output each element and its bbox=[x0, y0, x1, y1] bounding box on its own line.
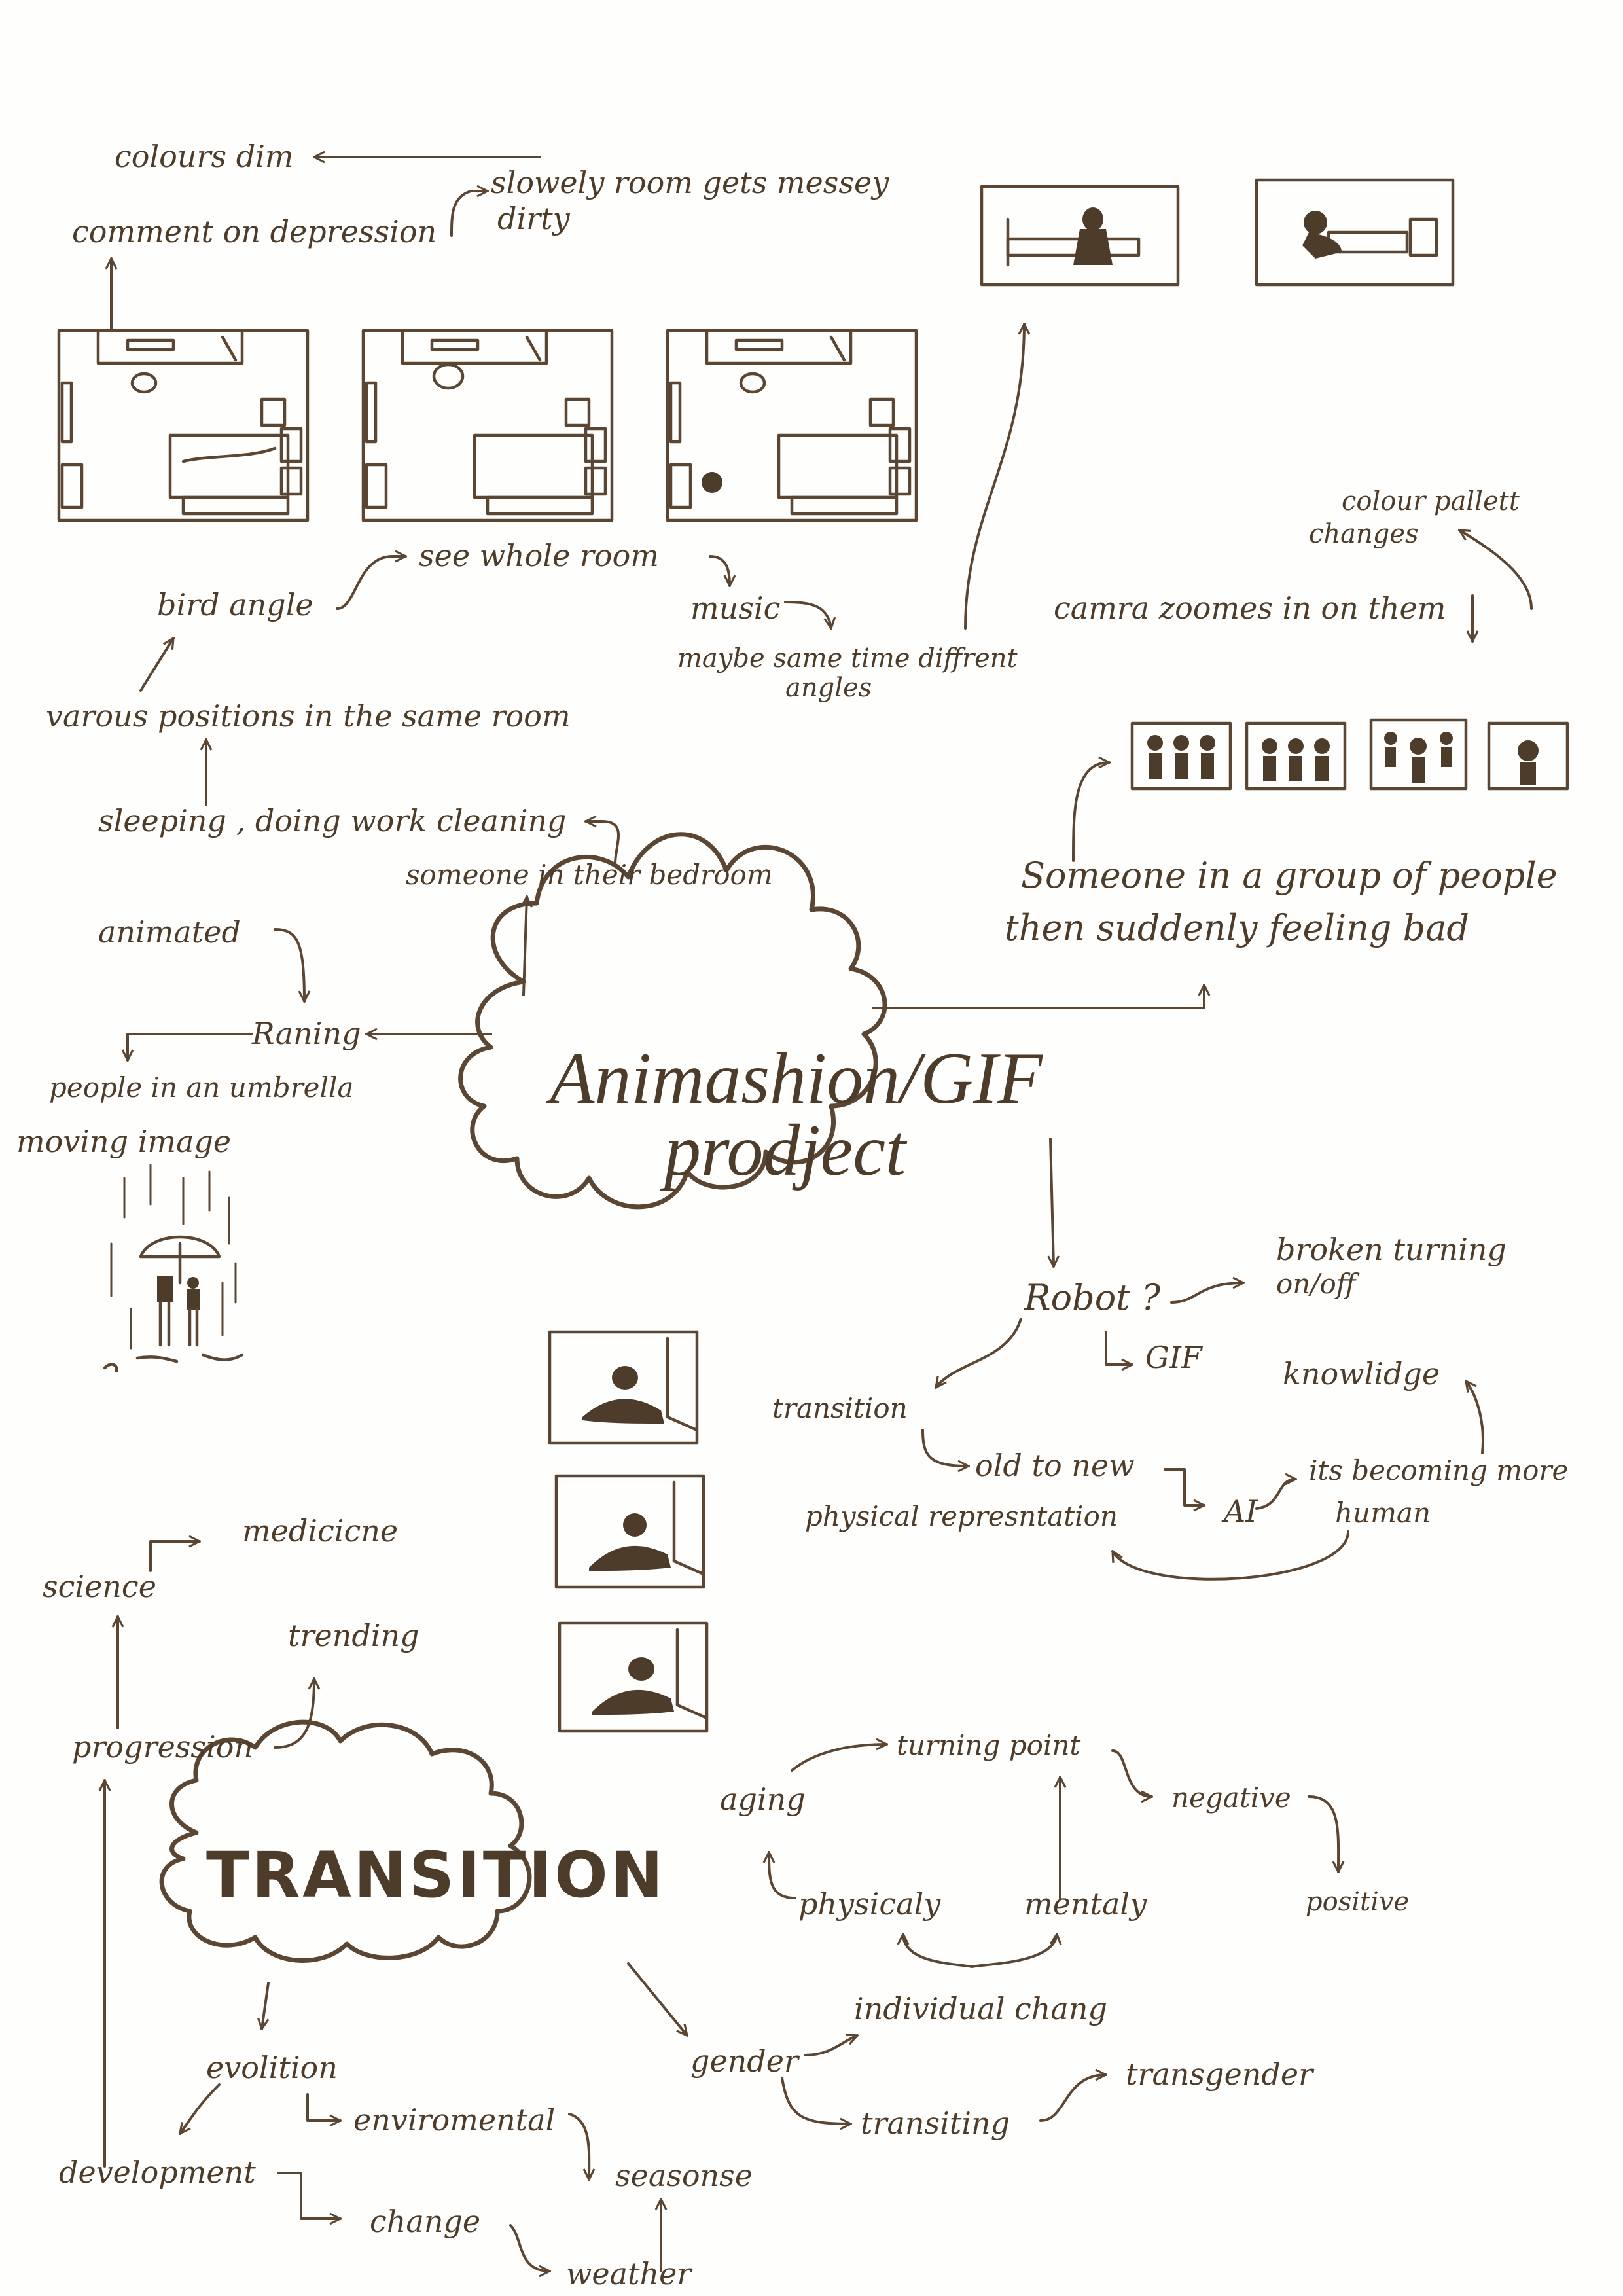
label-gif: GIF bbox=[1145, 1340, 1202, 1375]
label-weather: weather bbox=[566, 2256, 692, 2291]
label-same-time-1: maybe same time diffrent bbox=[677, 643, 1018, 673]
lying-figure-frame-1 bbox=[548, 1330, 699, 1445]
bedroom-frame-2 bbox=[361, 329, 614, 522]
lying-figure-frame-2 bbox=[554, 1474, 705, 1589]
label-evolition: evolition bbox=[206, 2050, 338, 2085]
sitting-figure-frame-1 bbox=[980, 185, 1180, 287]
rain-umbrella-sketch bbox=[103, 1164, 244, 1373]
label-broken-1: broken turning bbox=[1276, 1232, 1507, 1267]
label-negative: negative bbox=[1171, 1782, 1291, 1814]
label-people-umbrella: people in an umbrella bbox=[49, 1071, 354, 1103]
bedroom-frame-3 bbox=[666, 329, 918, 522]
label-transgender: transgender bbox=[1126, 2056, 1313, 2092]
label-raning: Raning bbox=[252, 1016, 361, 1051]
label-sleeping: sleeping , doing work cleaning bbox=[98, 803, 567, 838]
label-becoming-1: its becoming more bbox=[1309, 1454, 1569, 1486]
label-music: music bbox=[690, 590, 781, 626]
label-see-whole-room: see whole room bbox=[419, 538, 659, 573]
label-becoming-2: human bbox=[1335, 1497, 1431, 1529]
label-medicine: medicicne bbox=[242, 1513, 399, 1549]
connectors bbox=[98, 151, 1533, 2278]
main-topic-line2: prodject bbox=[664, 1110, 906, 1191]
label-varous-positions: varous positions in the same room bbox=[46, 698, 571, 734]
label-slowely-room: slowely room gets messey bbox=[491, 165, 889, 200]
label-positive: positive bbox=[1306, 1887, 1410, 1917]
label-robot: Robot ? bbox=[1024, 1277, 1161, 1318]
label-group-1: Someone in a group of people bbox=[1021, 855, 1558, 896]
group-frames bbox=[1130, 718, 1569, 791]
bedroom-frame-1 bbox=[57, 329, 310, 522]
label-progression: progression bbox=[72, 1729, 254, 1765]
label-bird-angle: bird angle bbox=[157, 587, 313, 622]
main-topic-line1: Animashion/GIF bbox=[550, 1038, 1043, 1119]
label-animated: animated bbox=[98, 914, 241, 950]
label-old-to-new: old to new bbox=[975, 1448, 1135, 1483]
label-group-2: then suddenly feeling bad bbox=[1005, 907, 1469, 948]
label-transition-small: transition bbox=[772, 1392, 908, 1424]
label-development: development bbox=[59, 2155, 256, 2190]
label-broken-2: on/off bbox=[1276, 1268, 1356, 1300]
label-seasonse: seasonse bbox=[615, 2158, 753, 2193]
label-knowlidge: knowlidge bbox=[1283, 1356, 1440, 1391]
label-turning-point: turning point bbox=[897, 1729, 1081, 1761]
label-ai: AI bbox=[1224, 1494, 1258, 1529]
label-enviromental: enviromental bbox=[353, 2102, 556, 2138]
transition-title: TRANSITION bbox=[206, 1839, 666, 1912]
lying-figure-frame-3 bbox=[558, 1621, 709, 1733]
label-trending: trending bbox=[288, 1618, 419, 1653]
label-change: change bbox=[370, 2204, 481, 2239]
label-gender: gender bbox=[690, 2043, 798, 2079]
label-colour-pallett-2: changes bbox=[1309, 519, 1419, 549]
label-camra-zoomes: camra zoomes in on them bbox=[1054, 590, 1446, 626]
label-physicaly: physicaly bbox=[798, 1886, 941, 1922]
label-same-time-2: angles bbox=[785, 673, 872, 703]
sitting-figure-frame-2 bbox=[1255, 178, 1455, 287]
label-mentaly: mentaly bbox=[1024, 1886, 1147, 1922]
label-transiting: transiting bbox=[861, 2106, 1010, 2141]
label-individual-chang: individual chang bbox=[854, 1991, 1107, 2026]
label-colour-pallett-1: colour pallett bbox=[1342, 486, 1520, 516]
transition-cloud bbox=[159, 1719, 532, 1963]
label-someone-bedroom: someone in their bedroom bbox=[406, 859, 773, 891]
label-comment-depression: comment on depression bbox=[72, 214, 437, 249]
label-science: science bbox=[43, 1569, 156, 1604]
label-colours-dim: colours dim bbox=[115, 139, 294, 174]
label-moving-image: moving image bbox=[16, 1124, 232, 1159]
label-dirty: dirty bbox=[497, 201, 570, 236]
label-physical-rep: physical represntation bbox=[805, 1500, 1118, 1532]
label-aging: aging bbox=[720, 1782, 806, 1817]
main-topic-cloud bbox=[458, 832, 887, 1210]
